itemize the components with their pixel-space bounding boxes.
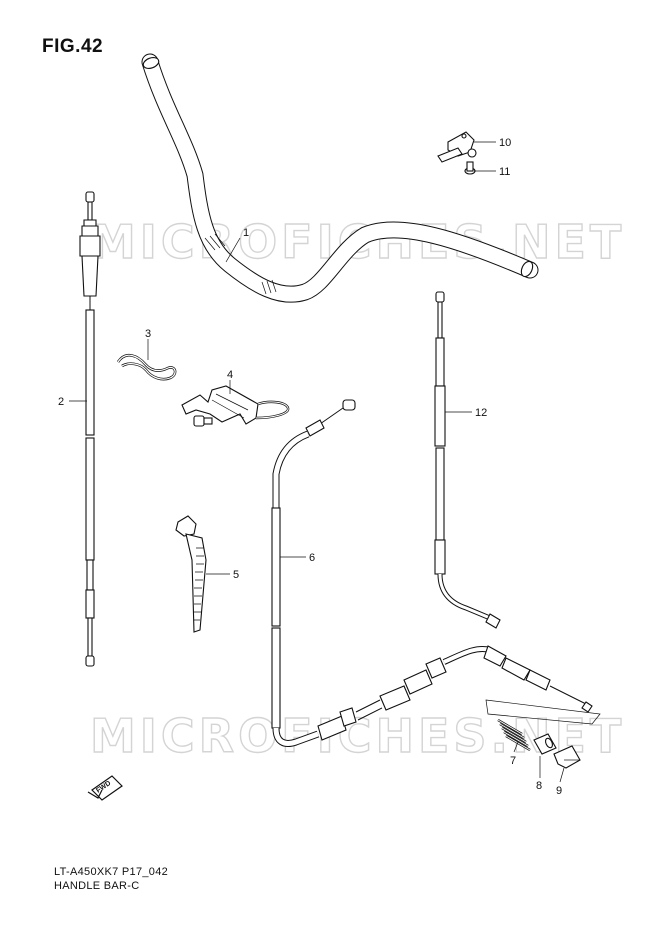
callout-1: 1 [243,227,249,239]
watermark-bottom: MICROFICHES.NET [90,709,625,763]
callout-8: 8 [536,780,542,792]
callout-11: 11 [499,166,510,178]
callout-10: 10 [499,137,511,149]
callout-2: 2 [58,396,64,408]
parking-cable[interactable] [434,291,501,629]
handle-bar[interactable] [141,53,539,303]
bracket[interactable] [437,131,477,163]
clip[interactable] [553,745,581,769]
callout-12: 12 [475,407,487,419]
model-code: LT-A450XK7 P17_042 [54,866,169,878]
callout-3: 3 [145,328,151,340]
callout-4: 4 [227,369,233,381]
throttle-cable[interactable] [79,191,101,667]
callout-5: 5 [233,569,239,581]
callout-6: 6 [309,552,315,564]
brake-cable[interactable] [271,399,601,747]
leader-lines [69,141,565,783]
group-name: HANDLE BAR-C [54,880,140,892]
clamp-spring[interactable] [116,353,177,381]
callout-9: 9 [556,785,562,797]
spring[interactable] [497,718,531,752]
fwd-arrow-icon: FWD [87,775,123,801]
cable-tie[interactable] [175,515,207,633]
bolt[interactable] [464,161,476,175]
joint[interactable] [533,733,557,755]
cable-guide[interactable] [181,385,290,427]
figure-title: FIG.42 [42,36,104,57]
callout-7: 7 [510,755,516,767]
